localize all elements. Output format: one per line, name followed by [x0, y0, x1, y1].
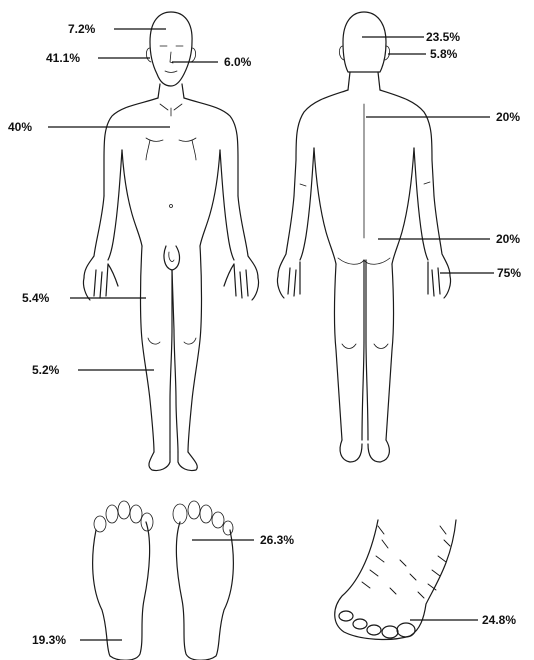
label-sole-ball: 26.3% — [260, 533, 294, 547]
percentage-labels: 7.2% 41.1% 6.0% 40% 5.4% 5.2% 23.5% 5.8%… — [8, 22, 521, 647]
label-back-ear: 5.8% — [430, 47, 458, 61]
label-foot-dorsum: 24.8% — [482, 613, 516, 627]
label-front-shin: 5.2% — [32, 363, 60, 377]
front-figure — [83, 12, 258, 471]
back-figure — [277, 12, 450, 462]
label-front-face: 6.0% — [224, 55, 252, 69]
label-front-thigh: 5.4% — [22, 291, 50, 305]
label-back-upper: 20% — [496, 110, 520, 124]
label-front-ear: 41.1% — [46, 51, 80, 65]
label-front-chest: 40% — [8, 120, 32, 134]
soles-figure — [93, 501, 234, 660]
label-back-lower: 20% — [496, 232, 520, 246]
label-back-scalp: 23.5% — [426, 30, 460, 44]
label-front-scalp: 7.2% — [68, 22, 96, 36]
label-back-hand: 75% — [497, 266, 521, 280]
dorsal-foot-figure — [335, 520, 456, 639]
leader-lines — [48, 29, 494, 640]
label-sole-heel: 19.3% — [32, 633, 66, 647]
